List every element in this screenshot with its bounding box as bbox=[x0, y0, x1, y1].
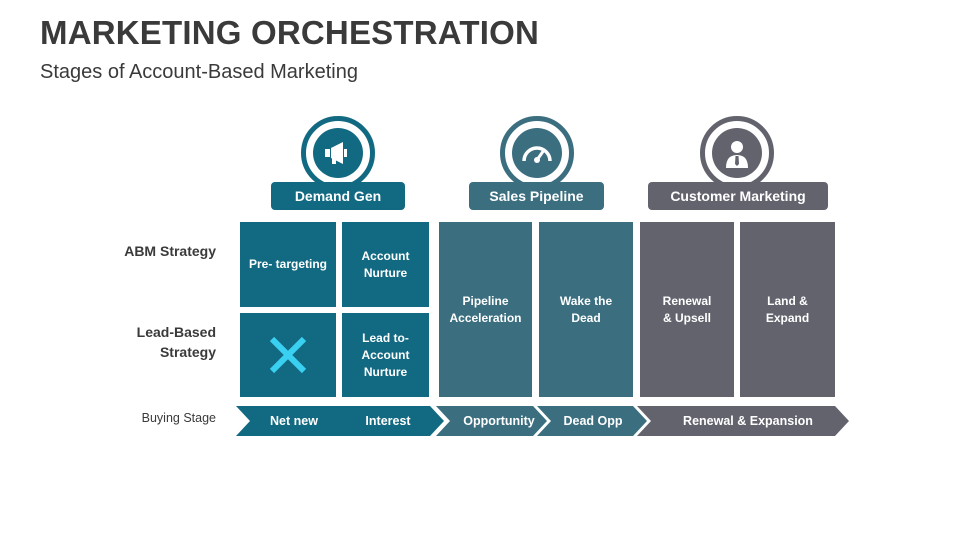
cell-wake-the-dead-label: Wake the Dead bbox=[559, 293, 613, 325]
buying-stage-label: Buying Stage bbox=[141, 411, 216, 425]
buying-stage-net-new: Net new bbox=[270, 414, 318, 428]
cell-land-expand-label: Land & Expand bbox=[765, 293, 810, 325]
chevron-renewal-expansion bbox=[637, 406, 849, 436]
page-title: MARKETING ORCHESTRATION bbox=[40, 14, 539, 51]
stage-label-sales-pipeline: Sales Pipeline bbox=[469, 182, 604, 210]
chevron-opportunity bbox=[436, 406, 547, 436]
stage-label-demand-gen: Demand Gen bbox=[271, 182, 405, 210]
chevron-net-new bbox=[236, 406, 352, 436]
cell-renewal-upsell-label: Renewal & Upsell bbox=[662, 293, 712, 325]
cell-pipeline-acceleration: Pipeline Acceleration bbox=[439, 222, 532, 397]
chevron-dead-opp bbox=[537, 406, 647, 436]
cell-account-nurture-label: Account Nurture bbox=[361, 248, 410, 280]
customer-marketing-circle bbox=[700, 116, 774, 190]
buying-stage-interest: Interest bbox=[365, 414, 411, 428]
chevron-interest bbox=[332, 406, 444, 436]
cell-excluded bbox=[240, 313, 336, 397]
cell-wake-the-dead: Wake the Dead bbox=[539, 222, 633, 397]
x-mark-icon bbox=[269, 336, 307, 374]
abm-strategy-label: ABM Strategy bbox=[124, 243, 216, 259]
buying-stage-dead-opp: Dead Opp bbox=[563, 414, 623, 428]
buying-stage-opportunity: Opportunity bbox=[463, 414, 535, 428]
page-subtitle: Stages of Account-Based Marketing bbox=[40, 61, 358, 83]
stage-label-customer-marketing: Customer Marketing bbox=[648, 182, 828, 210]
sales-pipeline-circle bbox=[500, 116, 574, 190]
cell-land-expand: Land & Expand bbox=[740, 222, 835, 397]
cell-lead-to-account-label: Lead to- Account Nurture bbox=[361, 330, 410, 379]
cell-pre-targeting: Pre- targeting bbox=[240, 222, 336, 307]
cell-pipeline-acceleration-label: Pipeline Acceleration bbox=[449, 293, 522, 325]
demand-gen-circle bbox=[301, 116, 375, 190]
lead-based-strategy-label: Lead-Based Strategy bbox=[136, 324, 216, 360]
cell-account-nurture: Account Nurture bbox=[342, 222, 429, 307]
cell-lead-to-account-nurture: Lead to- Account Nurture bbox=[342, 313, 429, 397]
megaphone-icon bbox=[313, 128, 363, 178]
cell-renewal-upsell: Renewal & Upsell bbox=[640, 222, 734, 397]
speedometer-icon bbox=[512, 128, 562, 178]
cell-pre-targeting-label: Pre- targeting bbox=[248, 257, 327, 271]
businessman-icon bbox=[712, 128, 762, 178]
buying-stage-renewal-expansion: Renewal & Expansion bbox=[683, 414, 813, 428]
